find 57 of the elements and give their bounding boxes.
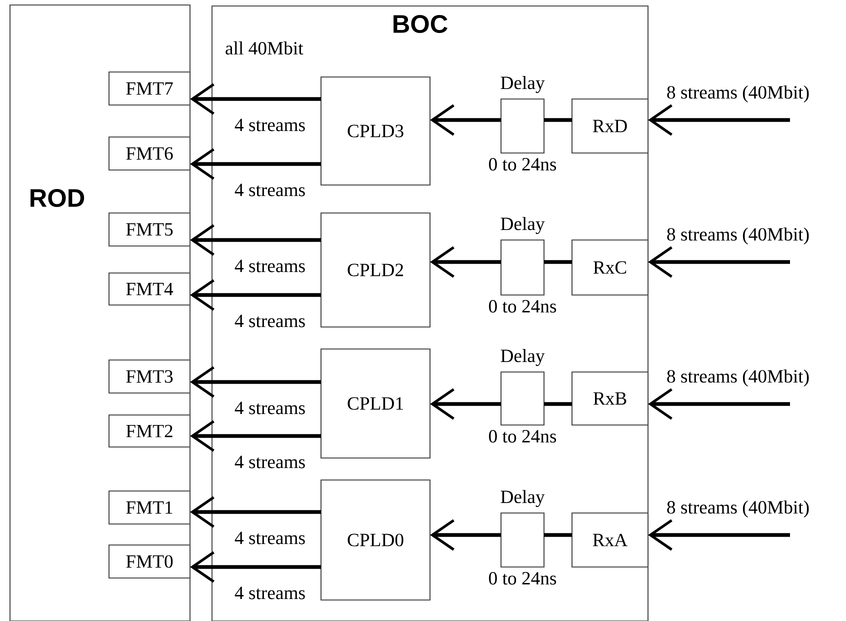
edge-label: 8 streams (40Mbit) <box>667 86 809 102</box>
arrow <box>190 366 321 398</box>
chip-box: RxB <box>571 371 649 426</box>
delay-box: Delay 0 to 24ns <box>489 349 556 443</box>
chip-box: RxC <box>571 239 649 296</box>
edge-label: 8 streams (40Mbit) <box>667 370 809 386</box>
node-label: Delay <box>500 490 545 507</box>
node-label: 0 to 24ns <box>488 300 556 313</box>
delay-box: Delay 0 to 24ns <box>489 490 556 585</box>
port-box: FMT6 <box>108 136 191 171</box>
chip-box: RxA <box>571 512 649 568</box>
port-box: FMT4 <box>108 272 191 306</box>
chip-box: CPLD2 <box>320 212 431 328</box>
chip-box: CPLD3 <box>320 76 431 186</box>
node-label: Delay <box>500 217 545 234</box>
arrow <box>648 388 790 420</box>
port-box: FMT2 <box>108 414 191 448</box>
node-label: 0 to 24ns <box>488 158 556 171</box>
arrow <box>190 551 321 583</box>
arrow <box>190 148 321 180</box>
arrow <box>648 246 790 278</box>
port-box: FMT1 <box>108 490 191 525</box>
edge-label: 4 streams <box>234 402 305 414</box>
edge-label: 8 streams (40Mbit) <box>667 500 809 518</box>
edge-label: 4 streams <box>234 586 305 600</box>
edge-label: 4 streams <box>234 532 305 544</box>
arrow <box>190 83 321 115</box>
edge-label: 4 streams <box>234 184 305 196</box>
edge-label: 4 streams <box>234 118 305 132</box>
arrow <box>190 279 321 311</box>
chip-box: CPLD0 <box>320 479 431 601</box>
port-box: FMT5 <box>108 212 191 247</box>
node-label: 0 to 24ns <box>488 572 556 585</box>
note-text: all 40Mbit <box>226 41 304 55</box>
chip-box: CPLD1 <box>320 348 431 459</box>
node-label: Delay <box>500 76 545 94</box>
edge-label: 4 streams <box>234 314 305 328</box>
node-label: 0 to 24ns <box>488 430 556 443</box>
edge-label: 4 streams <box>234 260 305 272</box>
arrow <box>190 496 321 528</box>
chip-box: RxD <box>571 98 649 154</box>
port-box: FMT3 <box>108 359 191 394</box>
arrow <box>430 388 501 420</box>
port-box: FMT0 <box>108 544 191 579</box>
arrow <box>430 246 501 278</box>
arrow <box>430 519 501 551</box>
node-label: Delay <box>500 349 545 366</box>
edge-label: 8 streams (40Mbit) <box>667 228 809 244</box>
arrow <box>648 104 790 136</box>
port-box: FMT7 <box>108 71 191 106</box>
arrow <box>190 224 321 256</box>
arrow <box>648 519 790 551</box>
edge-label: 4 streams <box>234 456 305 468</box>
arrow <box>430 104 501 136</box>
delay-box: Delay 0 to 24ns <box>489 76 556 171</box>
delay-box: Delay 0 to 24ns <box>489 217 556 313</box>
arrow <box>190 420 321 452</box>
